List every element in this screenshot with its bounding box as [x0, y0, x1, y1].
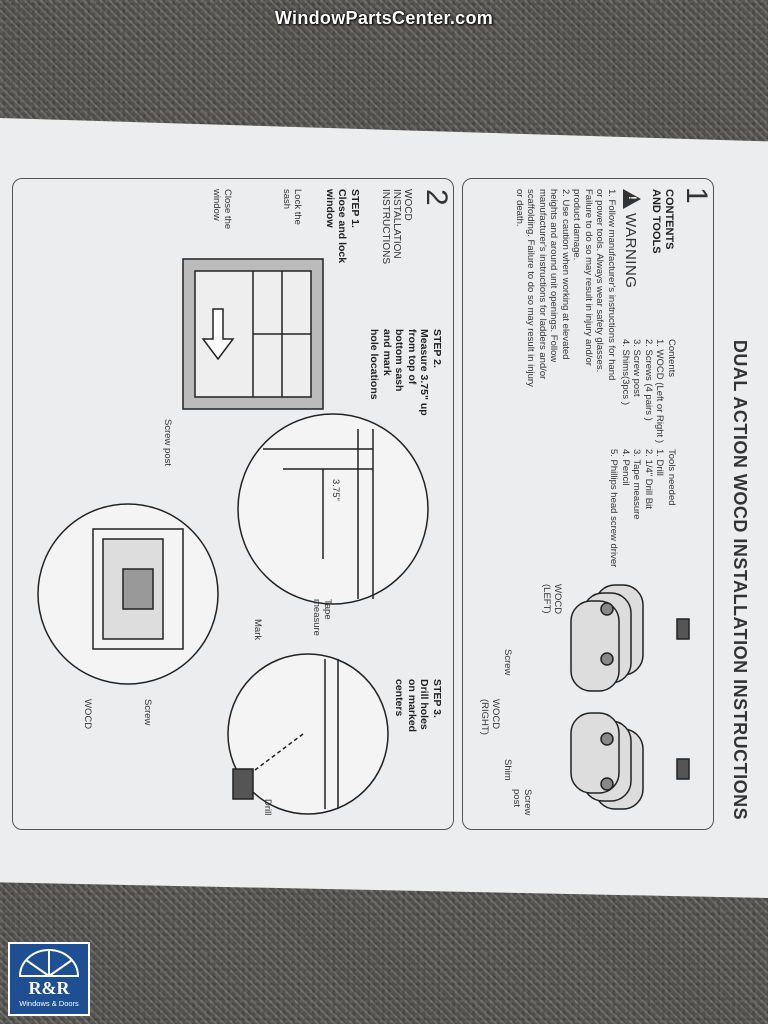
contents-item: 1. WOCD (Left or Right ): [654, 339, 666, 443]
section-contents-tools: 1 CONTENTS AND TOOLS WARNING 1. Follow m…: [462, 178, 714, 830]
tools-title: Tools needed: [666, 449, 677, 506]
section-number-1: 1: [680, 187, 713, 204]
contents-list: Contents 1. WOCD (Left or Right ) 2. Scr…: [620, 339, 677, 443]
logo-name: R&R: [28, 978, 70, 998]
document-title: DUAL ACTION WOCD INSTALLATION INSTRUCTIO…: [730, 339, 750, 821]
tools-item: 2. 1/4" Drill Bit: [643, 449, 654, 509]
contents-item: 2. Screws (4 pairs ): [643, 339, 654, 421]
label-close-window: Close the window: [211, 189, 233, 230]
rotated-document: DUAL ACTION WOCD INSTALLATION INSTRUCTIO…: [12, 150, 754, 870]
label-shim: Shim: [502, 759, 513, 781]
warning-icon: [623, 189, 641, 209]
warning-line: product damage.: [571, 189, 583, 261]
section-label: WOCD INSTALLATION INSTRUCTIONS: [380, 189, 413, 264]
measurement-value: 3.75": [330, 479, 341, 501]
label-lock-sash: Lock the sash: [281, 189, 303, 225]
tools-list: Tools needed 1. Drill 2. 1/4" Drill Bit …: [608, 449, 678, 568]
watermark-text: WindowPartsCenter.com: [274, 8, 494, 28]
measure-illustration: [237, 413, 429, 605]
warning-line: Failure to do so may result in injury an…: [583, 189, 594, 366]
tools-item: 5. Phillips head screw driver: [608, 449, 620, 568]
window-illustration: [182, 258, 324, 410]
label-wocd: WOCD: [82, 699, 93, 730]
warning-line: heights and around unit openings. Follow: [548, 189, 560, 363]
hardware-illustration: [570, 584, 690, 810]
label-wocd-left: WOCD (LEFT): [541, 584, 563, 615]
label-wocd-right: WOCD (RIGHT): [479, 699, 501, 735]
label-mark: Mark: [252, 619, 263, 641]
section-label: CONTENTS AND TOOLS: [649, 189, 675, 254]
section-installation: 2 WOCD INSTALLATION INSTRUCTIONS STEP 1.…: [12, 178, 454, 830]
tools-item: 1. Drill: [654, 449, 666, 476]
drill-illustration: [227, 653, 389, 815]
warning-line: or death.: [514, 189, 525, 227]
warning-list: 1. Follow manufacturer's instructions fo…: [514, 189, 617, 439]
label-screw: Screw: [502, 649, 513, 676]
label-screw-post: Screw post: [162, 419, 173, 466]
label-drill: Drill: [262, 799, 273, 816]
warning-heading: WARNING: [622, 189, 641, 288]
label-screw: Screw: [142, 699, 153, 726]
mount-illustration: [37, 503, 219, 685]
warning-line: scaffolding. Failure to do so may result…: [525, 189, 537, 387]
label-tape-measure: Tape measure: [311, 599, 333, 636]
logo-tagline: Windows & Doors: [19, 999, 79, 1008]
contents-item: 4. Shims(3pcs ): [620, 339, 631, 405]
instruction-sheet: DUAL ACTION WOCD INSTALLATION INSTRUCTIO…: [0, 118, 768, 898]
warning-text: WARNING: [622, 213, 639, 289]
window-arch-icon: [18, 949, 80, 977]
warning-line: manufacturer's instructions for ladders …: [537, 189, 548, 380]
tools-item: 3. Tape measure: [631, 449, 643, 520]
label-screw-post: Screw post: [511, 789, 533, 816]
contents-item: 3. Screw post: [631, 339, 643, 397]
step-3-text: STEP 3. Drill holes on marked centers: [393, 679, 444, 733]
tools-item: 4. Pencil: [620, 449, 631, 486]
section-number-2: 2: [420, 189, 453, 206]
section-label-line2: AND TOOLS: [650, 189, 662, 254]
company-logo: R&R Windows & Doors: [8, 942, 90, 1016]
contents-title: Contents: [666, 339, 677, 378]
warning-line: or power tools. Always wear safety glass…: [594, 189, 606, 373]
section-label-line1: CONTENTS: [663, 189, 675, 250]
step-2-text: STEP 2. Measure 3.75" up from top of bot…: [368, 329, 444, 416]
warning-line: 2. Use caution when working at elevated: [560, 189, 571, 360]
warning-line: 1. Follow manufacturer's instructions fo…: [606, 189, 617, 381]
